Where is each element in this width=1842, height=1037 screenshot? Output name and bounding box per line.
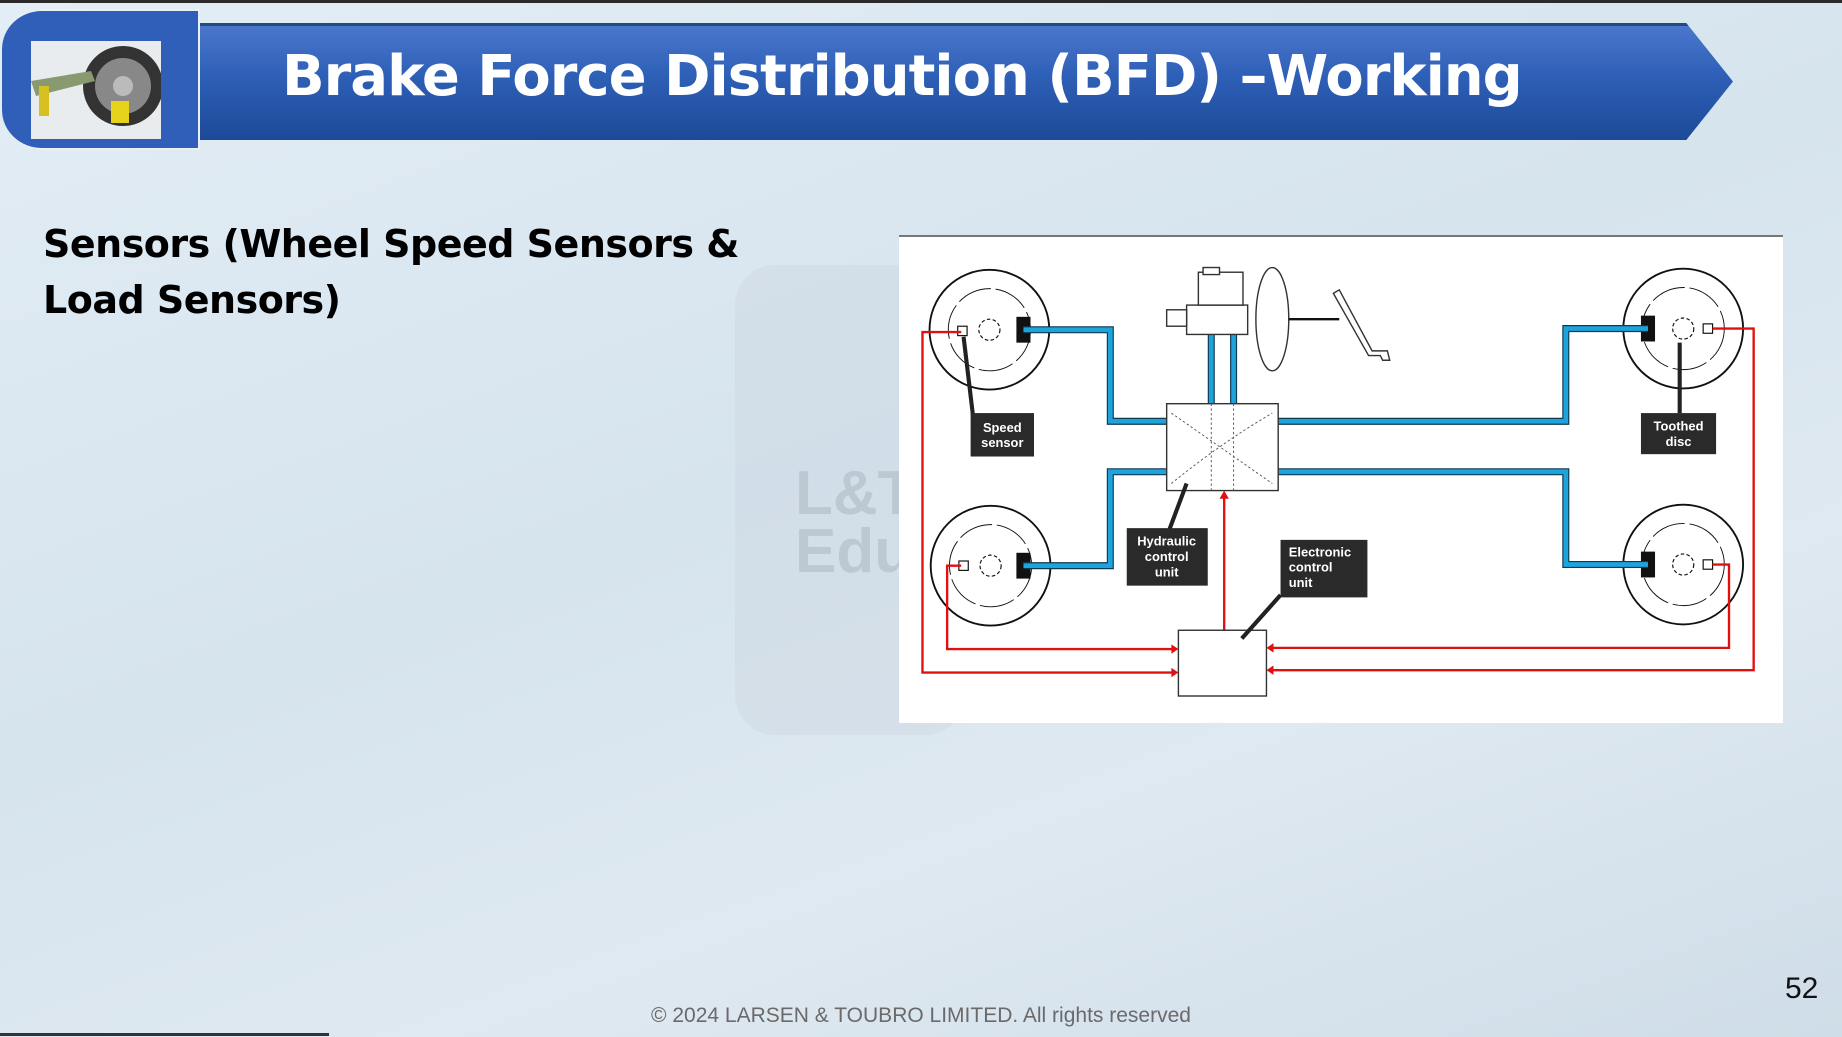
body-heading: Sensors (Wheel Speed Sensors & Load Sens…: [43, 222, 739, 322]
electronic-control-unit-box: [1177, 629, 1268, 697]
top-border: [0, 0, 1842, 3]
label-leaders: [961, 336, 1682, 640]
progress-line: [0, 1033, 329, 1036]
signal-lines: [921, 327, 1755, 674]
toothed-disc-icon: [978, 317, 1695, 577]
master-cylinder-booster: [1165, 266, 1391, 372]
watermark-line: Edu: [795, 517, 913, 586]
page-number: 52: [1785, 972, 1819, 1005]
sensor-tip-icon: [957, 323, 1714, 571]
title-banner: [176, 23, 1733, 140]
arrowheads: [1171, 490, 1274, 678]
header-logo-tab: [2, 9, 200, 150]
copyright-footer: © 2024 LARSEN & TOUBRO LIMITED. All righ…: [651, 1004, 1191, 1027]
wheel-suspension-image: [31, 41, 161, 139]
hydraulic-lines: [1023, 325, 1648, 570]
hydraulic-control-unit-box: [1165, 402, 1279, 492]
page-title: Brake Force Distribution (BFD) –Working: [282, 44, 1523, 109]
watermark-line: L&T: [795, 459, 916, 528]
